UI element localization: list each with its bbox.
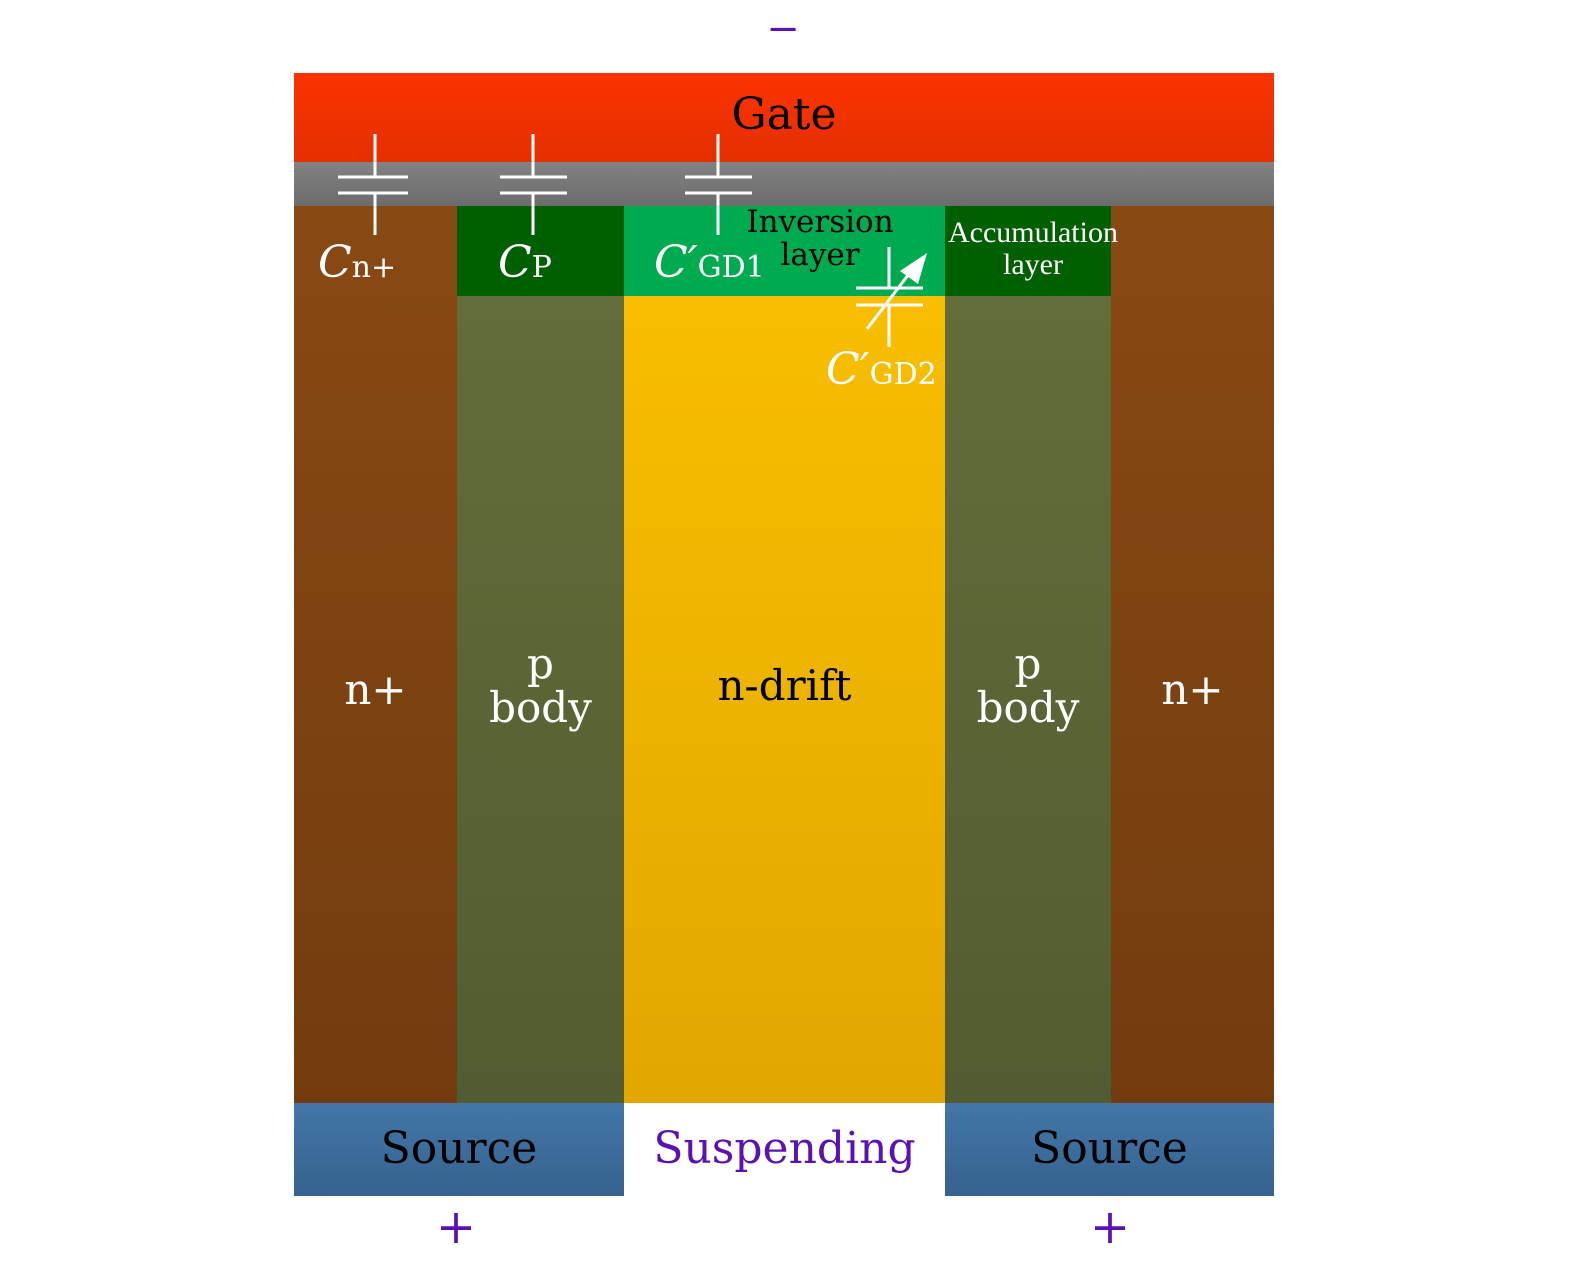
suspending-label: Suspending <box>653 1123 916 1174</box>
cn-subscript: n+ <box>351 250 397 285</box>
cgd1-label: C′GD1 <box>654 237 765 288</box>
inversion-layer <box>624 206 945 296</box>
capacitor-cp-icon <box>500 134 567 235</box>
p-body-right-region <box>945 206 1111 1103</box>
variable-capacitor-cgd2-icon <box>856 247 923 347</box>
capacitor-cgd1-icon <box>685 134 752 235</box>
accumulation-layer <box>945 206 1111 296</box>
layer-word: layer <box>1003 247 1063 281</box>
p-label: p <box>527 639 554 688</box>
cp-label: CP <box>498 237 552 288</box>
source-left-electrode <box>294 1103 624 1196</box>
inversion-word: Inversion <box>746 204 894 240</box>
cgd2-subscript: GD2 <box>869 357 937 392</box>
gate-terminal-sign: − <box>766 6 800 52</box>
source-right-electrode <box>945 1103 1274 1196</box>
body-label: body <box>489 683 592 733</box>
source-right-terminal-sign: + <box>1089 1199 1131 1255</box>
source-left-label: Source <box>380 1123 538 1174</box>
capacitor-cn-icon <box>338 134 408 235</box>
n-plus-left-label: n+ <box>344 665 407 714</box>
gate-region <box>294 73 1274 162</box>
cgd2-symbol: C′ <box>826 344 870 395</box>
n-plus-left-region <box>294 206 457 1103</box>
n-drift-label: n-drift <box>717 661 852 710</box>
gate-label: Gate <box>731 89 837 140</box>
cp-subscript: P <box>531 250 552 285</box>
n-plus-right-label: n+ <box>1161 665 1224 714</box>
p-body-left-region <box>457 206 624 1103</box>
cgd1-subscript: GD1 <box>697 250 765 285</box>
cn-label: Cn+ <box>318 237 397 288</box>
p-body-left-surface <box>457 206 624 296</box>
accumulation-word: Accumulation <box>948 216 1118 249</box>
gate-oxide <box>294 162 1274 206</box>
cgd1-symbol: C′ <box>654 237 698 288</box>
body-label: body <box>976 683 1080 733</box>
p-label: p <box>1014 639 1042 688</box>
arrow-head-icon <box>900 253 927 284</box>
cn-symbol: C <box>318 237 352 288</box>
n-plus-right-region <box>1111 206 1274 1103</box>
n-drift-region <box>624 206 945 1103</box>
source-right-label: Source <box>1031 1123 1188 1174</box>
layer-word: layer <box>780 236 860 273</box>
cgd2-label: C′GD2 <box>826 344 937 395</box>
source-left-terminal-sign: + <box>435 1199 477 1255</box>
cp-symbol: C <box>498 237 532 288</box>
